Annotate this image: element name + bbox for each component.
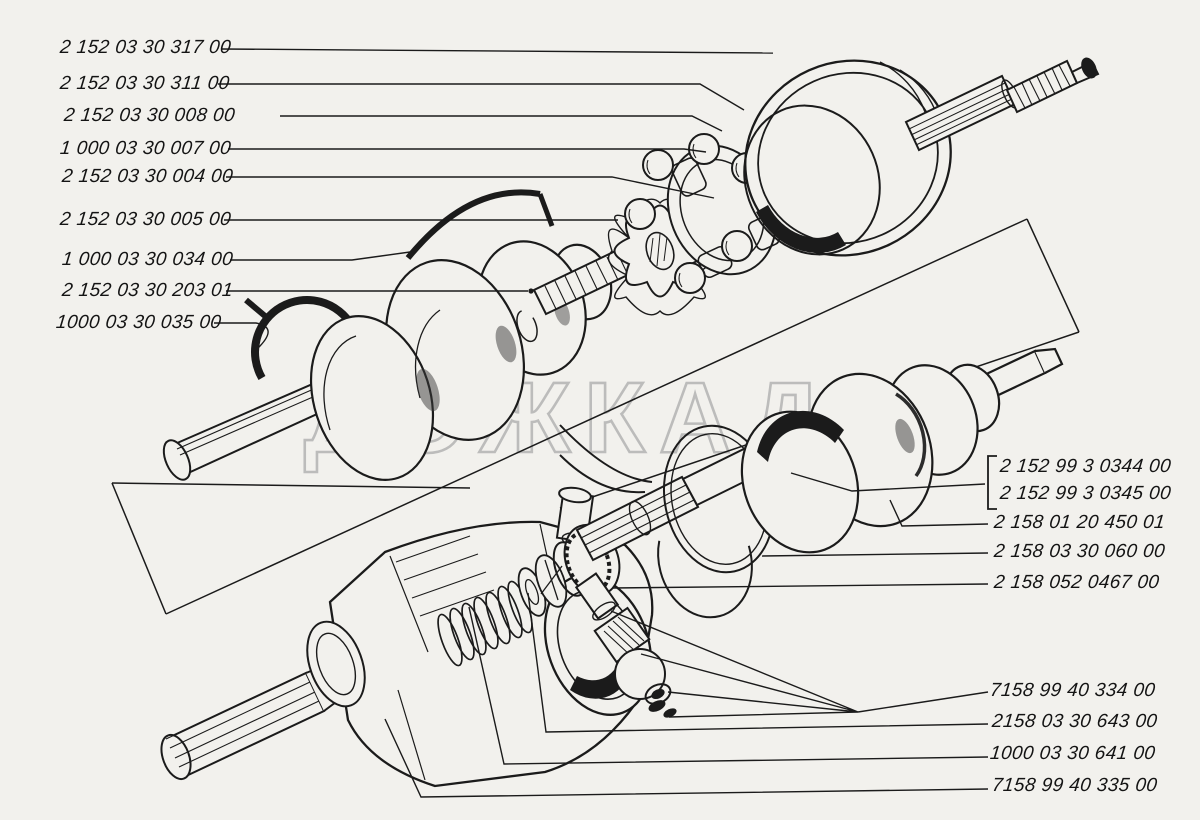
tripod-roller-parts [593, 606, 677, 718]
part-label: 2 158 01 20 450 01 [992, 512, 1167, 533]
part-label: 2 152 03 30 203 01 [60, 280, 235, 301]
part-label: 1000 03 30 035 00 [54, 312, 223, 333]
part-label: 7158 99 40 334 00 [988, 680, 1157, 701]
stub-shaft [904, 57, 1100, 152]
label-bracket [987, 455, 997, 510]
part-label: 1000 03 30 641 00 [988, 743, 1157, 764]
part-label: 2 152 03 30 005 00 [58, 209, 233, 230]
part-label: 7158 99 40 335 00 [990, 775, 1159, 796]
part-label: 2 152 03 30 008 00 [62, 105, 237, 126]
upper-shaft-assembly [162, 57, 1100, 494]
part-label: 2 152 03 30 311 00 [58, 73, 231, 94]
part-label: 2 152 03 30 004 00 [60, 166, 235, 187]
part-label: 2 152 03 30 317 00 [58, 37, 233, 58]
part-label: 2 158 052 0467 00 [992, 572, 1161, 593]
part-label: 2 158 03 30 060 00 [992, 541, 1167, 562]
part-label: 1 000 03 30 007 00 [58, 138, 233, 159]
part-label: 2 152 99 3 0344 00 [998, 456, 1173, 477]
part-label: 1 000 03 30 034 00 [60, 249, 235, 270]
part-label: 2158 03 30 643 00 [990, 711, 1159, 732]
leader-lines [214, 48, 997, 798]
part-label: 2 152 99 3 0345 00 [998, 483, 1173, 504]
